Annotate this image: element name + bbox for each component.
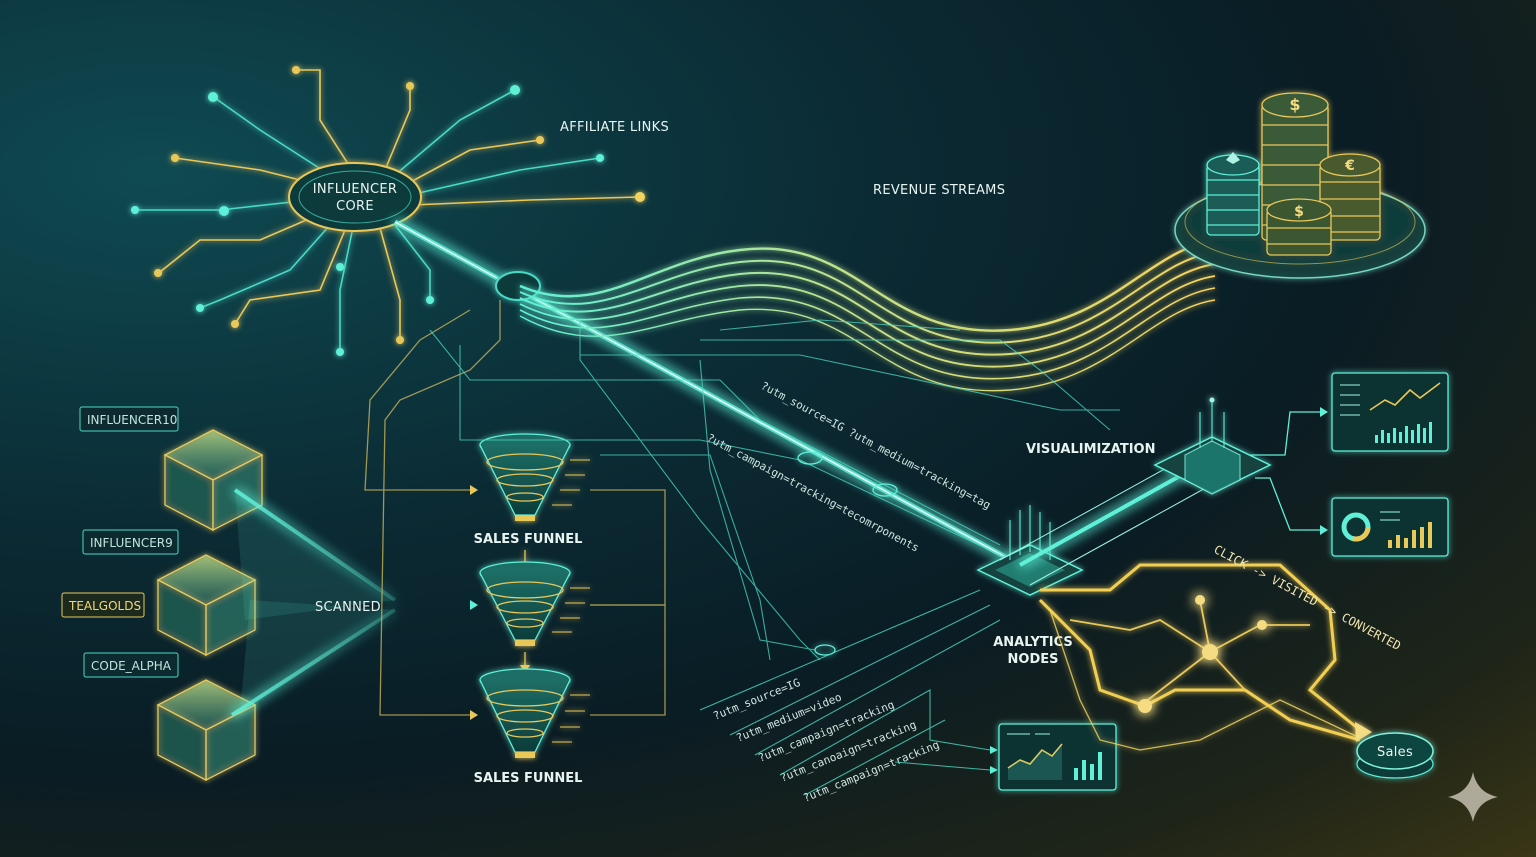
viz-beam: [999, 454, 1221, 586]
influencer-core-label-1: INFLUENCER: [313, 182, 397, 197]
lower-tracking-lines: [699, 589, 1001, 796]
sales-funnel-1: [479, 433, 590, 521]
code-tag-4-text: CODE_ALPHA: [91, 659, 172, 673]
bitcoin-icon: [1226, 152, 1240, 164]
revenue-streams-label: REVENUE STREAMS: [873, 183, 1005, 198]
revenue-streams: [519, 238, 1216, 392]
sparkle-icon: [1448, 772, 1498, 822]
code-tag-2[interactable]: INFLUENCER9: [82, 529, 179, 555]
dollar-icon: $: [1289, 95, 1300, 114]
sales-funnel-3: [479, 652, 590, 758]
affiliate-links-label: AFFILIATE LINKS: [560, 120, 669, 135]
analytics-nodes-label-1: ANALYTICS: [993, 635, 1073, 650]
main-data-beam: [393, 219, 1022, 568]
dashboard-panel-middle[interactable]: [1331, 497, 1449, 557]
sales-funnel-bottom-label: SALES FUNNEL: [474, 771, 583, 786]
code-tag-1-text: INFLUENCER10: [87, 413, 177, 427]
cube-3: [156, 679, 257, 782]
visualization-label: VISUALIMIZATION: [1026, 442, 1156, 457]
code-tag-2-text: INFLUENCER9: [90, 536, 173, 550]
analytics-nodes-label-2: NODES: [1008, 652, 1059, 667]
tracking-nodes: [797, 451, 898, 656]
dashboard-panel-top[interactable]: [1331, 372, 1449, 452]
cube-2: [156, 554, 257, 657]
code-cubes: [156, 429, 264, 782]
beam-junction-node: [495, 271, 541, 301]
euro-icon: €: [1344, 158, 1355, 174]
tracking-lines: [429, 319, 1120, 661]
scanned-label: SCANNED: [315, 600, 381, 615]
url-param-upper-1: ?utm_source=IG ?utm_medium=tracking=tag: [759, 379, 993, 512]
code-tag-1[interactable]: INFLUENCER10: [79, 406, 179, 432]
code-tag-4[interactable]: CODE_ALPHA: [83, 652, 179, 678]
sales-label: Sales: [1377, 745, 1413, 760]
conversion-network: [1038, 563, 1361, 751]
sales-funnel-2: [479, 550, 590, 646]
viz-connectors: [1250, 411, 1320, 531]
code-tag-3[interactable]: TEALGOLDS: [61, 592, 145, 618]
influencer-core-node[interactable]: INFLUENCER CORE: [288, 162, 422, 232]
coin-stack-icon: $ € $: [1174, 92, 1426, 279]
conversion-nodes: [1138, 595, 1267, 713]
influencer-core-label-2: CORE: [336, 199, 374, 214]
code-tag-3-text: TEALGOLDS: [68, 599, 141, 613]
scan-beams: [230, 488, 478, 717]
sales-funnel-top-label: SALES FUNNEL: [474, 532, 583, 547]
svg-text:$: $: [1294, 204, 1304, 220]
visualization-chip: [1153, 397, 1272, 495]
sales-node[interactable]: Sales: [1356, 732, 1434, 779]
funnel-connectors: [364, 300, 666, 716]
dashboard-panel-bottom[interactable]: [998, 723, 1117, 791]
influencer-core-network: [131, 66, 645, 356]
